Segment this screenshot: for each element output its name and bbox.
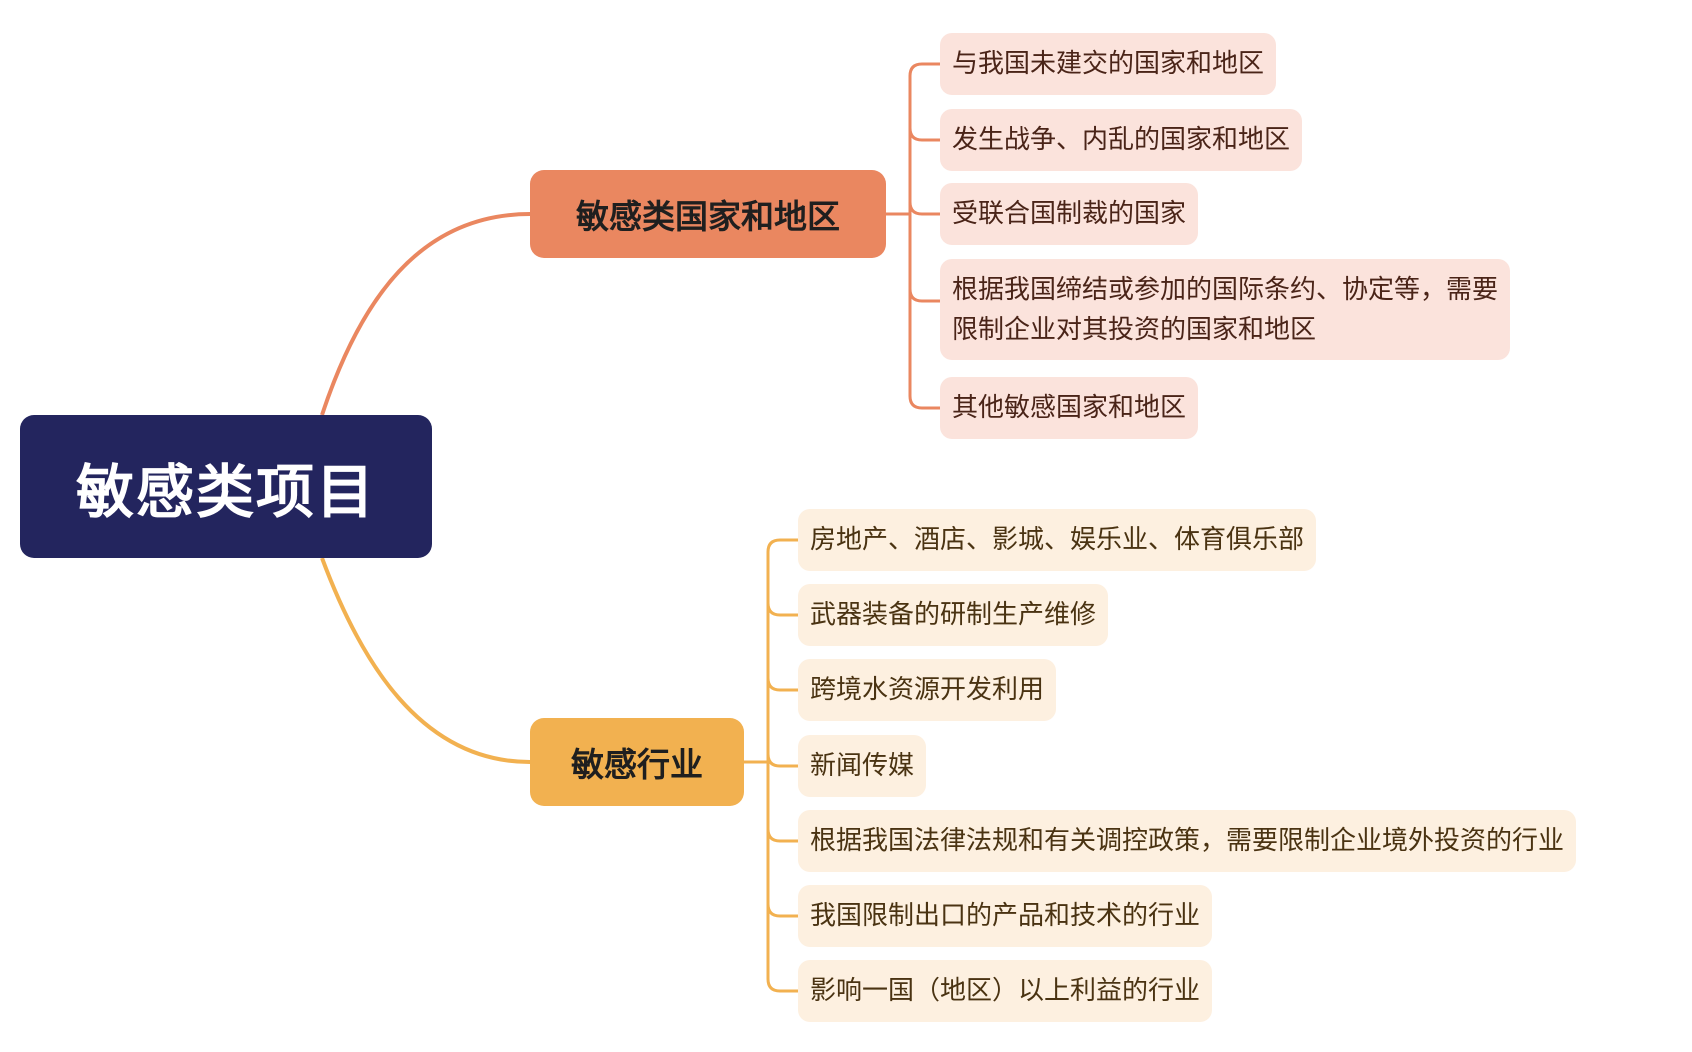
branch-node-countries[interactable]: 敏感类国家和地区 [530, 170, 886, 258]
branch-node-industries[interactable]: 敏感行业 [530, 718, 744, 806]
leaf-node[interactable]: 影响一国（地区）以上利益的行业 [798, 960, 1213, 1022]
leaf-node[interactable]: 新闻传媒 [798, 735, 927, 797]
leaf-node[interactable]: 受联合国制裁的国家 [940, 183, 1199, 245]
leaf-node[interactable]: 发生战争、内乱的国家和地区 [940, 109, 1303, 171]
leaf-node[interactable]: 跨境水资源开发利用 [798, 659, 1057, 721]
leaf-node[interactable]: 根据我国法律法规和有关调控政策，需要限制企业境外投资的行业 [798, 810, 1577, 872]
branch-2-bracket [744, 538, 798, 993]
leaf-node[interactable]: 武器装备的研制生产维修 [798, 584, 1109, 646]
leaf-node[interactable]: 我国限制出口的产品和技术的行业 [798, 885, 1213, 947]
leaf-node[interactable]: 与我国未建交的国家和地区 [940, 33, 1277, 95]
root-node[interactable]: 敏感类项目 [20, 415, 432, 558]
root-to-branch-1-connector [320, 212, 531, 416]
leaf-node[interactable]: 根据我国缔结或参加的国际条约、协定等，需要 限制企业对其投资的国家和地区 [940, 259, 1511, 360]
branch-1-bracket [886, 62, 940, 410]
root-to-branch-2-connector [320, 557, 531, 764]
leaf-node[interactable]: 其他敏感国家和地区 [940, 377, 1199, 439]
leaf-node[interactable]: 房地产、酒店、影城、娱乐业、体育俱乐部 [798, 509, 1317, 571]
